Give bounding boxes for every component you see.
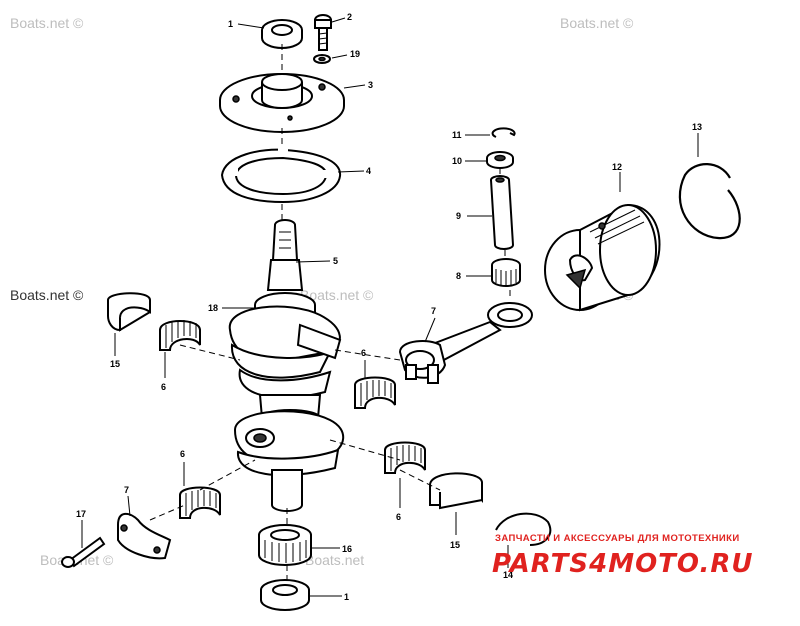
callout-17: 17 <box>76 509 86 519</box>
piston-ring <box>678 163 741 240</box>
cap-screw <box>61 536 106 568</box>
brand-stamp: ЗАПЧАСТИ И АКСЕССУАРЫ ДЛЯ МОТОТЕХНИКИ PA… <box>492 533 753 579</box>
callout-3: 3 <box>368 80 373 90</box>
callout-7-upper: 7 <box>431 306 436 316</box>
connecting-rod <box>398 302 533 384</box>
bearing-plate <box>219 73 345 133</box>
watermark-left: Boats.net © <box>10 287 84 303</box>
needle-cage-upper-left <box>159 320 201 351</box>
watermark-top-left: Boats.net © <box>10 15 84 31</box>
callout-8: 8 <box>456 271 461 281</box>
brand-logo: PARTS4MOTO.RU <box>492 549 753 579</box>
gasket <box>220 148 342 204</box>
callout-6-center: 6 <box>361 348 366 358</box>
circlip <box>495 512 552 546</box>
wrist-pin <box>490 175 515 250</box>
brand-tagline: ЗАПЧАСТИ И АКСЕССУАРЫ ДЛЯ МОТОТЕХНИКИ <box>495 533 740 544</box>
needle-cage-lower-right <box>384 441 426 474</box>
seal-top <box>261 19 303 49</box>
crankshaft <box>228 219 345 512</box>
callout-14: 14 <box>503 570 513 580</box>
wrist-pin-needle-bearing <box>491 258 521 287</box>
watermark-bottom-center: Boats.net <box>305 552 364 568</box>
callout-18: 18 <box>208 303 218 313</box>
rod-cap <box>117 512 172 560</box>
callout-9: 9 <box>456 211 461 221</box>
callout-12: 12 <box>612 162 622 172</box>
lock-washer <box>313 54 331 64</box>
callout-4: 4 <box>366 166 371 176</box>
roller-bearing <box>258 524 312 566</box>
callout-10: 10 <box>452 156 462 166</box>
callout-5: 5 <box>333 256 338 266</box>
callout-15-left: 15 <box>110 359 120 369</box>
seal-bottom <box>260 579 310 611</box>
callout-1-top: 1 <box>228 19 233 29</box>
callout-13: 13 <box>692 122 702 132</box>
callout-6-upper-left: 6 <box>161 382 166 392</box>
watermark-top-right: Boats.net © <box>560 15 634 31</box>
callout-1-bottom: 1 <box>344 592 349 602</box>
thrust-washer <box>486 151 514 169</box>
retaining-clip <box>491 127 516 138</box>
needle-cage-center-upper <box>354 376 396 409</box>
piston <box>544 203 661 312</box>
callout-2: 2 <box>347 12 352 22</box>
callout-11: 11 <box>452 130 462 140</box>
callout-6-lower-left: 6 <box>180 449 185 459</box>
callout-15-right: 15 <box>450 540 460 550</box>
screw <box>314 14 332 51</box>
callout-7-lower: 7 <box>124 485 129 495</box>
watermark-center: Boats.net © <box>300 287 374 303</box>
callout-6-lower-right: 6 <box>396 512 401 522</box>
bearing-half-right <box>429 472 483 510</box>
callout-19: 19 <box>350 49 360 59</box>
needle-cage-lower-left <box>179 486 221 519</box>
callout-16: 16 <box>342 544 352 554</box>
bearing-half-left <box>107 292 151 332</box>
